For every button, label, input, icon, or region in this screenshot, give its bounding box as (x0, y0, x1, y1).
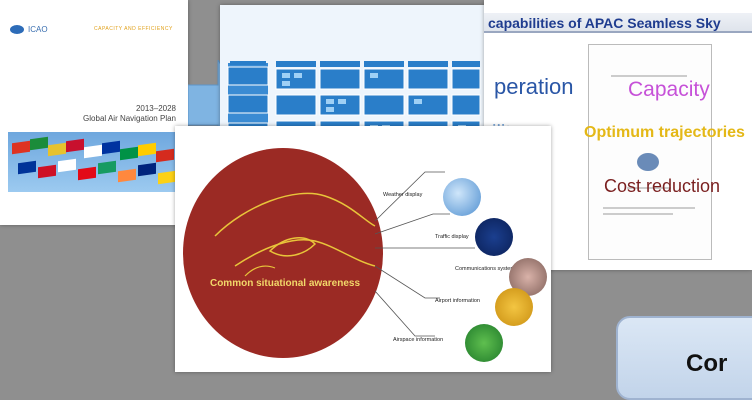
traffic-display-label: Traffic display (435, 234, 469, 240)
corner-title-text: Cor (686, 350, 728, 377)
corner-title-box: Cor (616, 316, 752, 400)
gan-plan-title: Global Air Navigation Plan (83, 114, 176, 123)
weather-display-label: Weather display (383, 192, 423, 198)
airspace-information-label: Airspace information (393, 337, 444, 343)
cost-reduction-label: Cost reduction (604, 176, 721, 196)
situational-awareness-diagram: Common situational awareness Weather dis… (175, 126, 551, 372)
gan-years: 2013–2028 (135, 104, 176, 113)
gan-document-thumbnail: ICAO CAPACITY AND EFFICIENCY 2013–2028 G… (0, 0, 188, 225)
icao-logo-text: ICAO (28, 25, 48, 34)
operation-fragment: peration (494, 74, 574, 99)
traffic-display-icon (475, 218, 513, 256)
icao-logo: ICAO (10, 25, 48, 35)
capacity-label: Capacity (628, 78, 710, 101)
awareness-center-label: Common situational awareness (209, 278, 361, 289)
hands-and-connectors (214, 171, 475, 337)
awareness-circle (183, 148, 383, 358)
optimum-trajectories-label: Optimum trajectories (584, 124, 745, 141)
apac-slide-title: capabilities of APAC Seamless Sky (484, 13, 752, 33)
embedded-document-thumbnail (588, 44, 712, 260)
airport-information-label: Airport information (435, 298, 480, 304)
gan-header: CAPACITY AND EFFICIENCY (94, 26, 173, 32)
icao-emblem-icon (10, 25, 24, 35)
flags-image (8, 132, 180, 192)
communications-systems-label: Communications systems (455, 266, 518, 272)
weather-icon (443, 178, 481, 216)
document-emblem-icon (637, 153, 659, 171)
airspace-chart-icon (465, 324, 503, 362)
control-tower-icon (495, 288, 533, 326)
